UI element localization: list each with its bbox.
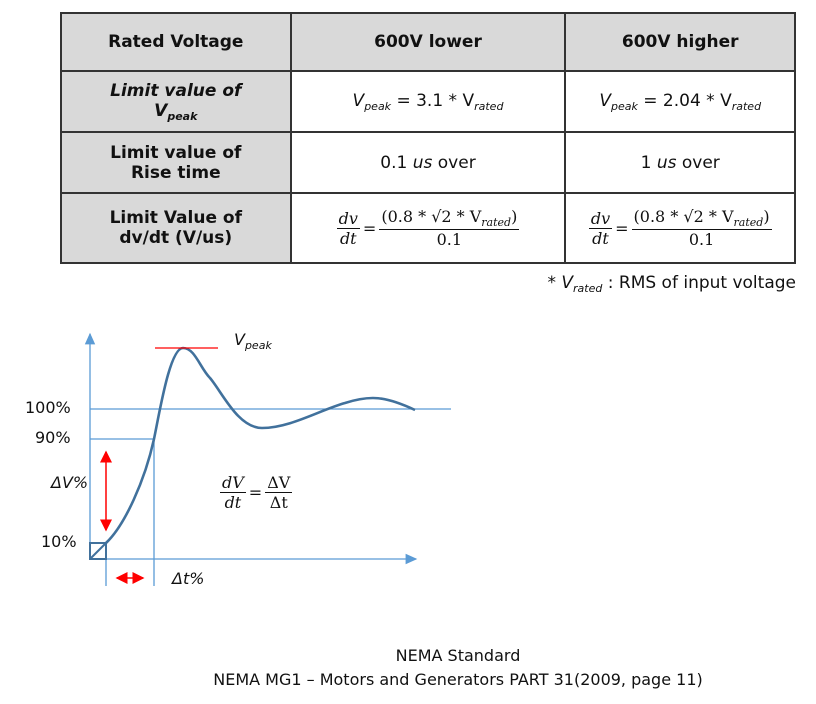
footer-source: NEMA MG1 – Motors and Generators PART 31… bbox=[213, 670, 703, 689]
header-600v-lower: 600V lower bbox=[289, 12, 567, 72]
vpeak-higher: Vpeak = 2.04 * Vrated bbox=[564, 70, 796, 133]
rise-higher: 1 us over bbox=[564, 131, 796, 194]
vpeak-lower: Vpeak = 3.1 * Vrated bbox=[289, 70, 567, 133]
vpeak-label: Vpeak bbox=[234, 330, 272, 352]
header-rated-voltage: Rated Voltage bbox=[60, 12, 292, 72]
label-90: 90% bbox=[35, 428, 71, 447]
vrated-note: * Vrated : RMS of input voltage bbox=[547, 273, 796, 295]
limits-table: Rated Voltage 600V lower 600V higher Lim… bbox=[60, 12, 796, 264]
rise-lower: 0.1 us over bbox=[289, 131, 567, 194]
delta-v-label: ΔV% bbox=[51, 473, 89, 492]
delta-t-label: Δt% bbox=[172, 569, 205, 588]
label-100: 100% bbox=[25, 398, 71, 417]
header-600v-higher: 600V higher bbox=[564, 12, 796, 72]
footer-title: NEMA Standard bbox=[395, 646, 521, 665]
origin-square bbox=[89, 542, 107, 560]
label-10: 10% bbox=[41, 532, 77, 551]
voltage-curve bbox=[105, 346, 416, 544]
